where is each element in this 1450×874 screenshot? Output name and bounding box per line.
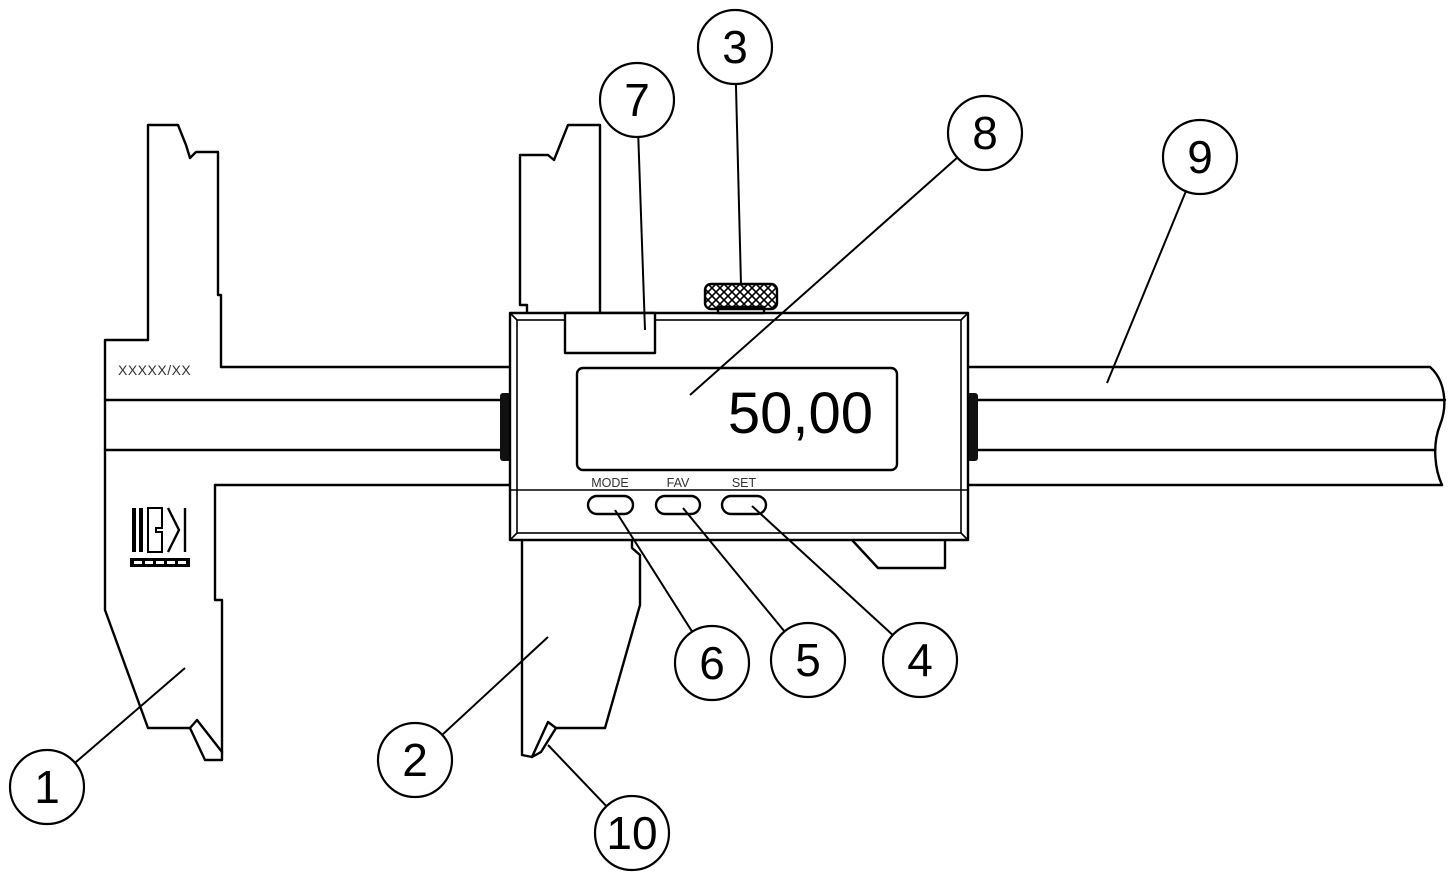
callout-number: 6 — [699, 637, 725, 689]
callout-circle — [881, 621, 959, 699]
lcd-window — [575, 366, 899, 472]
battery-cover — [563, 311, 657, 355]
depth-rod-guide — [851, 539, 947, 570]
callout-circle — [598, 61, 676, 139]
leader-7 — [636, 99, 646, 331]
housing-bevel-corners — [509, 312, 969, 541]
callout-number: 5 — [795, 634, 821, 686]
fixed-jaw: XXXXX/XX — [103, 123, 240, 762]
logo-band-mark — [178, 561, 186, 564]
fixed-jaw-outline — [103, 123, 224, 762]
callout-10: 10 — [593, 794, 671, 872]
beam-break-line — [1428, 365, 1446, 487]
display-reading: 50,00 — [728, 381, 873, 446]
callout-number: 7 — [624, 74, 650, 126]
engraving-text: XXXXX/XX — [118, 362, 191, 378]
callout-circle — [946, 94, 1024, 172]
fixed-jaw-tip — [188, 718, 224, 754]
logo-band-mark — [167, 561, 175, 564]
callout-number: 10 — [606, 807, 657, 859]
left-seal — [500, 393, 511, 461]
logo-band-mark — [134, 561, 142, 564]
callout-circle — [376, 721, 454, 799]
callout-circle — [673, 624, 751, 702]
callout-3: 3 — [696, 8, 774, 86]
callout-number: 8 — [972, 107, 998, 159]
callout-number: 1 — [34, 761, 60, 813]
leader-3 — [734, 46, 742, 286]
callout-number: 4 — [907, 634, 933, 686]
leader-8 — [689, 132, 986, 396]
moving-lower-jaw — [520, 540, 642, 759]
fixed-jaw-fill — [105, 125, 240, 760]
right-seal — [967, 393, 978, 461]
callout-7: 7 — [598, 61, 676, 139]
thumb-wheel — [703, 282, 779, 315]
logo-glyph — [166, 507, 187, 553]
logo-bar — [132, 508, 136, 552]
callout-number: 3 — [722, 21, 748, 73]
moving-jaw — [518, 123, 642, 759]
callout-circle — [696, 8, 774, 86]
callout-number: 2 — [402, 734, 428, 786]
logo-bar — [139, 508, 143, 552]
set-button-label: SET — [732, 476, 757, 490]
callout-4: 4 — [881, 621, 959, 699]
beam — [103, 365, 1447, 487]
callout-circle — [593, 794, 671, 872]
logo-band-mark — [156, 561, 164, 564]
callout-8: 8 — [946, 94, 1024, 172]
set-button — [720, 494, 768, 516]
leader-lines — [46, 46, 1201, 834]
logo-band-mark — [145, 561, 153, 564]
housing-bevel — [516, 319, 962, 534]
callout-circle — [769, 621, 847, 699]
brand-logo — [130, 507, 190, 567]
callout-circle — [8, 748, 86, 826]
logo-glyph — [147, 507, 163, 553]
mode-button-label: MODE — [591, 476, 629, 490]
callout-5: 5 — [769, 621, 847, 699]
callout-1: 1 — [8, 748, 86, 826]
mode-button — [586, 494, 635, 516]
callout-9: 9 — [1161, 118, 1239, 196]
thumb-wheel-knurl — [703, 282, 779, 311]
callout-2: 2 — [376, 721, 454, 799]
fav-button-label: FAV — [667, 476, 690, 490]
slider-housing: 50,00 MODE FAV SET — [500, 311, 978, 570]
callout-6: 6 — [673, 624, 751, 702]
moving-jaw-tip — [530, 726, 558, 759]
leader-9 — [1106, 156, 1201, 384]
callout-number: 9 — [1187, 131, 1213, 183]
callout-circle — [1161, 118, 1239, 196]
fav-button — [654, 494, 702, 516]
moving-upper-jaw — [518, 123, 602, 313]
